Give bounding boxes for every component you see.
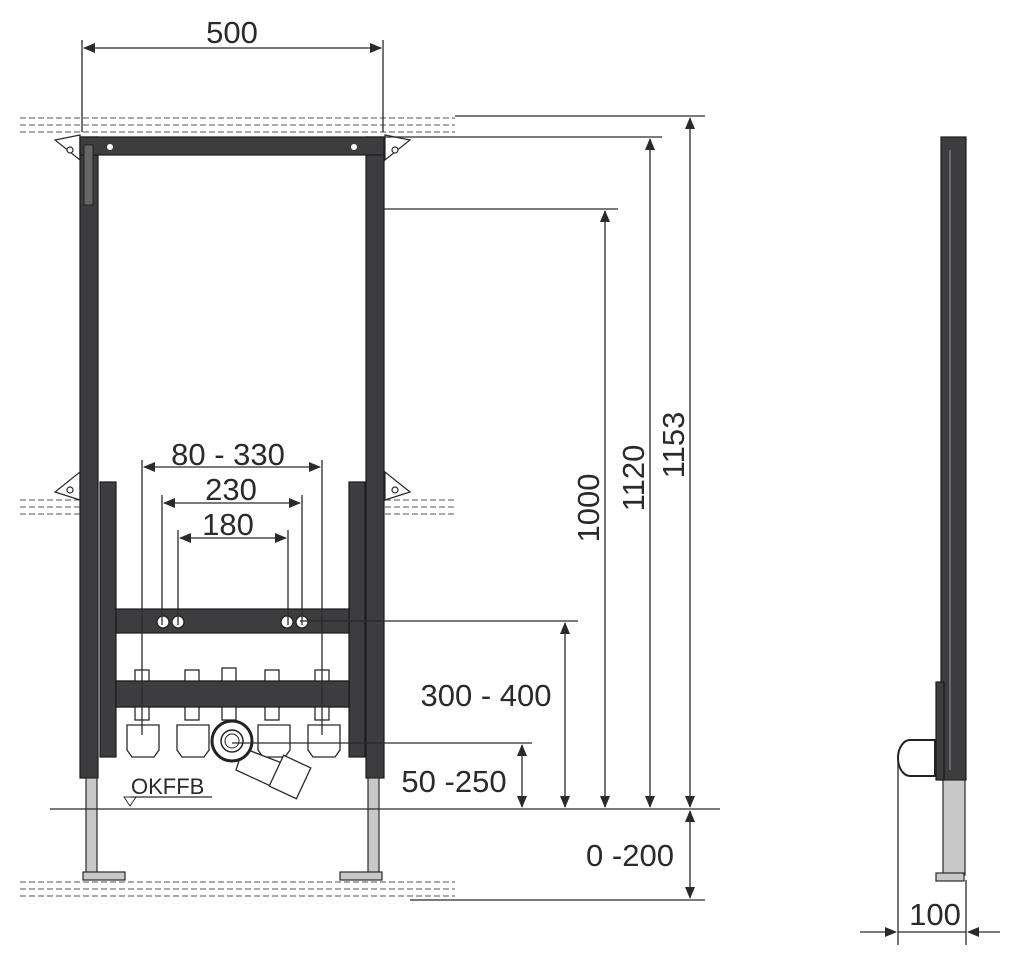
drain-pipe-icon bbox=[210, 719, 312, 800]
middle-wall-right bbox=[385, 499, 455, 515]
drain-side-icon bbox=[897, 739, 936, 777]
svg-text:100: 100 bbox=[909, 897, 961, 932]
frame-front-view bbox=[79, 136, 385, 881]
svg-text:230: 230 bbox=[205, 472, 257, 507]
svg-text:180: 180 bbox=[202, 507, 254, 542]
dimension-drain-height: 50 -250 bbox=[401, 744, 527, 808]
mounting-plates bbox=[115, 667, 350, 758]
wall-bracket-icon bbox=[53, 134, 412, 501]
dimension-leg-extension: 0 -200 bbox=[586, 810, 695, 899]
dimension-connection-height: 300 - 400 bbox=[421, 622, 570, 808]
svg-text:500: 500 bbox=[206, 15, 258, 50]
floor-level-label: OKFFB bbox=[131, 774, 204, 799]
dimension-width: 500 bbox=[81, 15, 384, 132]
svg-text:0 -200: 0 -200 bbox=[586, 838, 674, 873]
svg-text:1120: 1120 bbox=[616, 445, 651, 512]
dimension-upper-height: 1000 bbox=[571, 210, 610, 808]
frame-leg-right bbox=[367, 777, 380, 874]
dimension-total-height: 1153 bbox=[656, 117, 695, 808]
top-wall bbox=[20, 117, 455, 133]
dimension-spacing: 80 - 330 230 180 bbox=[141, 437, 323, 735]
svg-text:50 -250: 50 -250 bbox=[401, 764, 506, 799]
frame-side-view bbox=[897, 136, 967, 882]
middle-wall-left bbox=[20, 499, 80, 515]
svg-text:1153: 1153 bbox=[656, 412, 691, 479]
dimension-frame-height: 1120 bbox=[616, 138, 655, 808]
frame-leg-left bbox=[85, 777, 98, 874]
svg-text:1000: 1000 bbox=[571, 474, 606, 543]
floor-level-marker-icon bbox=[123, 796, 137, 807]
bottom-floor bbox=[20, 881, 455, 897]
svg-text:80 - 330: 80 - 330 bbox=[171, 437, 285, 472]
svg-text:300 - 400: 300 - 400 bbox=[421, 678, 552, 713]
dimension-depth: 100 bbox=[860, 760, 1000, 945]
